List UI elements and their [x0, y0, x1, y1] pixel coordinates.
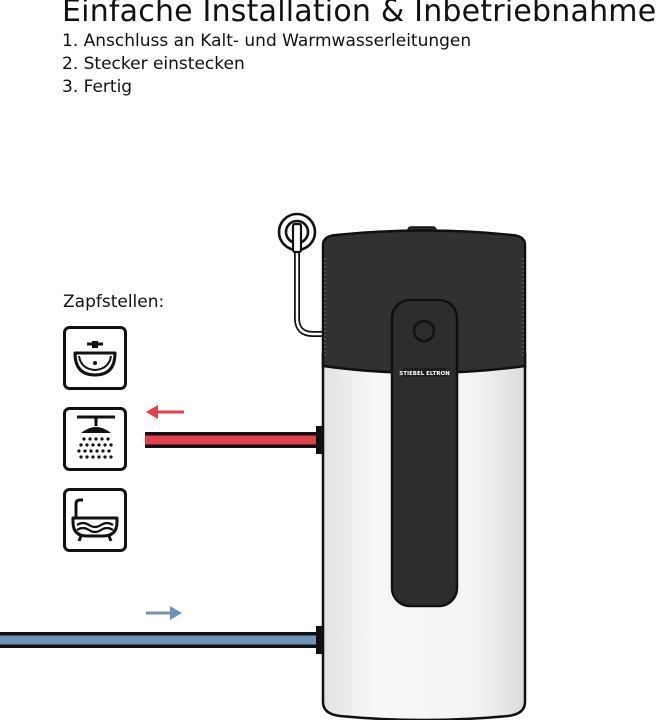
- hot-water-arrow-icon: [146, 405, 184, 419]
- hot-water-pipe: [145, 426, 323, 454]
- cold-water-pipe: [0, 626, 323, 654]
- cold-water-arrow-icon: [146, 606, 182, 620]
- taps-label: Zapfstellen:: [63, 292, 165, 312]
- shower-icon: [63, 407, 127, 471]
- power-button-icon: [412, 319, 436, 343]
- page-title: Einfache Installation & Inbetriebnahme: [62, 0, 657, 29]
- installation-steps: 1. Anschluss an Kalt- und Warmwasserleit…: [62, 30, 471, 99]
- hot-water-fill: [145, 435, 319, 445]
- step-item: 2. Stecker einstecken: [62, 54, 245, 74]
- water-heater-unit: STIEBEL ELTRON: [321, 226, 527, 720]
- sink-icon: [63, 326, 127, 390]
- step-item: 1. Anschluss an Kalt- und Warmwasserleit…: [62, 31, 472, 51]
- bathtub-icon: [63, 488, 127, 552]
- power-plug-icon: [277, 212, 323, 337]
- brand-logo: STIEBEL ELTRON: [399, 371, 450, 377]
- step-item: 3. Fertig: [62, 77, 133, 97]
